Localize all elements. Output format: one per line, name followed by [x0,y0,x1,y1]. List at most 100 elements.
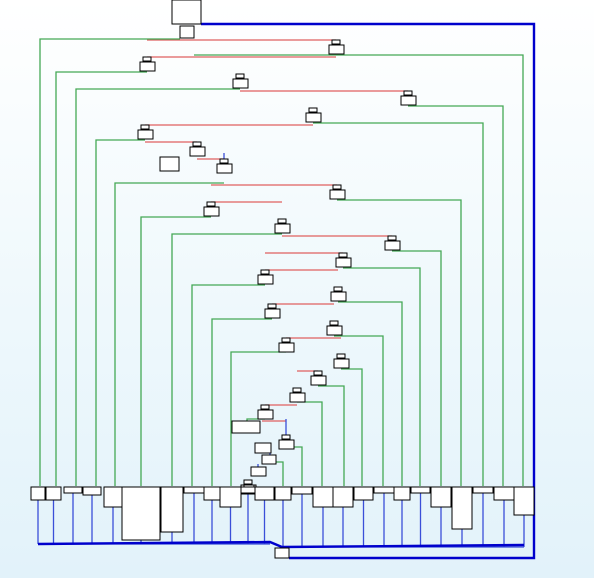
edge-22 [95,139,145,486]
code-block-5[interactable] [232,78,249,89]
code-block-62[interactable] [240,486,256,494]
code-block-32[interactable] [329,320,339,326]
code-block-18[interactable] [206,201,216,207]
code-block-23[interactable] [384,240,401,251]
code-block-58[interactable] [160,486,184,533]
entry-block[interactable] [171,0,202,25]
exit-block[interactable] [274,547,290,559]
code-block-10[interactable] [140,124,150,130]
edge-35 [318,385,345,486]
code-block-14[interactable] [219,158,229,164]
dispatcher-block[interactable] [179,25,195,39]
code-block-4[interactable] [235,73,245,79]
code-block-25[interactable] [335,257,352,268]
edge-31 [211,318,272,486]
code-block-71[interactable] [410,486,431,494]
code-block-44[interactable] [243,479,253,485]
code-block-8[interactable] [308,107,318,113]
code-block-37[interactable] [333,358,350,369]
code-block-76[interactable] [513,486,535,516]
code-block-54[interactable] [63,486,83,494]
code-block-2[interactable] [142,56,152,62]
edge-24 [114,182,224,486]
code-block-36[interactable] [336,353,346,359]
code-block-60[interactable] [203,486,221,501]
edge-23 [337,199,462,486]
case-block[interactable] [159,156,180,172]
code-block-52[interactable] [30,486,46,501]
code-block-13[interactable] [189,146,206,157]
code-block-47[interactable] [278,439,295,450]
code-block-0[interactable] [331,39,341,45]
code-block-59[interactable] [183,486,205,494]
code-block-33[interactable] [326,325,343,336]
code-block-41[interactable] [289,392,306,403]
code-block-24[interactable] [338,252,348,258]
code-block-30[interactable] [267,303,277,309]
code-block-66[interactable] [312,486,334,508]
code-block-19[interactable] [203,206,220,217]
edge-20 [408,105,504,486]
code-block-1[interactable] [328,44,345,55]
code-block-34[interactable] [281,337,291,343]
code-block-72[interactable] [430,486,452,508]
edge-30 [338,301,403,486]
edge-layer [37,22,536,560]
merge-edge [37,540,525,549]
code-block-70[interactable] [393,486,411,501]
loop-back-edge [201,22,536,560]
edge-34 [341,368,363,486]
code-block-50[interactable] [250,466,267,477]
code-block-40[interactable] [292,387,302,393]
code-block-55[interactable] [82,486,102,496]
code-block-22[interactable] [387,235,397,241]
edge-29 [191,284,265,486]
code-block-63[interactable] [254,486,275,501]
code-block-16[interactable] [332,184,342,190]
edge-25 [140,216,211,486]
edge-17 [194,54,524,486]
case-block-wide[interactable] [231,420,261,434]
code-block-15[interactable] [216,163,233,174]
code-block-21[interactable] [274,223,291,234]
code-block-12[interactable] [192,141,202,147]
edge-26 [171,233,282,486]
code-block-75[interactable] [493,486,515,501]
code-block-35[interactable] [278,342,295,353]
code-block-20[interactable] [277,218,287,224]
code-block-7[interactable] [400,95,417,106]
code-block-17[interactable] [329,189,346,200]
code-block-26[interactable] [260,269,270,275]
edge-27 [392,250,442,486]
code-block-64[interactable] [274,486,292,501]
code-block-65[interactable] [291,486,313,495]
code-block-56[interactable] [103,486,123,508]
code-block-49[interactable] [261,454,277,465]
code-block-9[interactable] [305,112,322,123]
code-block-3[interactable] [139,61,156,72]
code-block-29[interactable] [330,291,347,302]
code-block-46[interactable] [281,434,291,440]
code-block-38[interactable] [313,370,323,376]
edge-28 [343,267,421,486]
code-block-27[interactable] [257,274,274,285]
code-block-28[interactable] [333,286,343,292]
code-block-43[interactable] [257,409,274,420]
code-block-11[interactable] [137,129,154,140]
code-block-6[interactable] [403,90,413,96]
code-block-73[interactable] [451,486,473,530]
code-block-31[interactable] [264,308,281,319]
code-block-48[interactable] [254,442,272,454]
code-block-69[interactable] [373,486,395,494]
code-block-61[interactable] [219,486,242,508]
code-block-67[interactable] [332,486,354,508]
edge-36 [297,401,323,486]
code-block-53[interactable] [45,486,62,501]
code-block-57[interactable] [121,486,161,541]
code-block-74[interactable] [472,486,494,494]
code-block-42[interactable] [260,404,270,410]
code-block-68[interactable] [353,486,374,501]
block-layer [30,0,535,559]
code-block-39[interactable] [310,375,327,386]
